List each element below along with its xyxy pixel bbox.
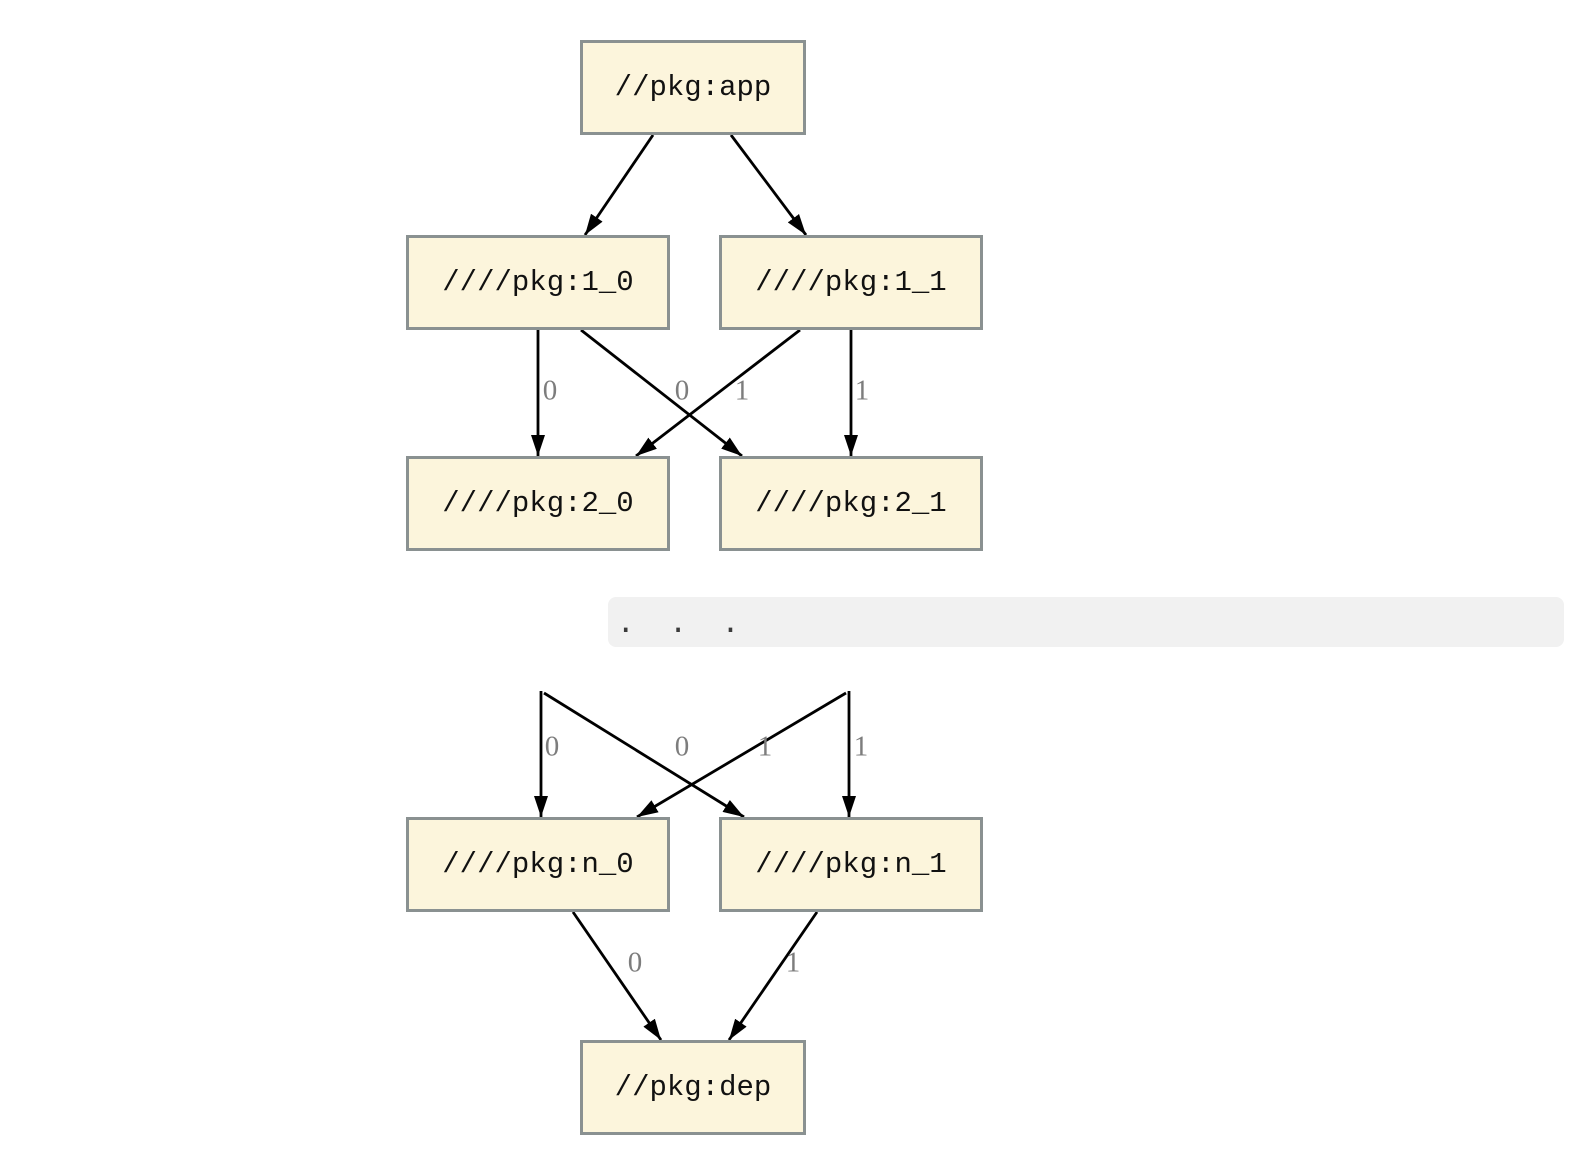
omitted-levels-band: . . .	[608, 597, 1564, 647]
edge-label-n_0-to-dep: 0	[627, 946, 643, 979]
node-2_1: ////pkg:2_1	[719, 456, 983, 551]
edge-1_0-to-2_1	[580, 328, 743, 458]
node-1_0: ////pkg:1_0	[406, 235, 670, 330]
node-dep: //pkg:dep	[580, 1040, 806, 1135]
edge-label-omitted-to-n_0-cross: 0	[674, 730, 690, 763]
node-app-label: //pkg:app	[614, 71, 772, 104]
edge-omitted-to-n_0-cross	[636, 691, 847, 819]
edge-n_1-to-dep	[727, 911, 819, 1041]
edge-label-omitted-to-n_1-straight: 1	[853, 730, 869, 763]
node-dep-label: //pkg:dep	[614, 1071, 772, 1104]
edge-1_1-to-2_0	[635, 328, 801, 458]
node-1_1-label: ////pkg:1_1	[755, 266, 947, 299]
edge-app-to-1_1	[729, 134, 808, 236]
node-app: //pkg:app	[580, 40, 806, 135]
node-2_0: ////pkg:2_0	[406, 456, 670, 551]
edge-label-1_1-to-2_1: 1	[854, 374, 870, 407]
node-n_0: ////pkg:n_0	[406, 817, 670, 912]
node-2_0-label: ////pkg:2_0	[442, 487, 634, 520]
edge-label-n_1-to-dep: 1	[785, 946, 801, 979]
edge-label-omitted-to-n_1-cross: 1	[757, 730, 773, 763]
edge-label-omitted-to-n_0-straight: 0	[544, 730, 560, 763]
node-n_0-label: ////pkg:n_0	[442, 848, 634, 881]
edge-label-1_0-to-2_1: 1	[734, 374, 750, 407]
node-1_0-label: ////pkg:1_0	[442, 266, 634, 299]
ellipsis-text: . . .	[617, 605, 740, 639]
node-n_1: ////pkg:n_1	[719, 817, 983, 912]
edge-label-1_0-to-2_0: 0	[542, 374, 558, 407]
edge-n_0-to-dep	[571, 911, 663, 1041]
node-1_1: ////pkg:1_1	[719, 235, 983, 330]
edge-app-to-1_0	[583, 134, 655, 236]
node-2_1-label: ////pkg:2_1	[755, 487, 947, 520]
node-n_1-label: ////pkg:n_1	[755, 848, 947, 881]
edge-label-1_1-to-2_0: 0	[674, 374, 690, 407]
edge-omitted-to-n_1-cross	[543, 691, 745, 819]
